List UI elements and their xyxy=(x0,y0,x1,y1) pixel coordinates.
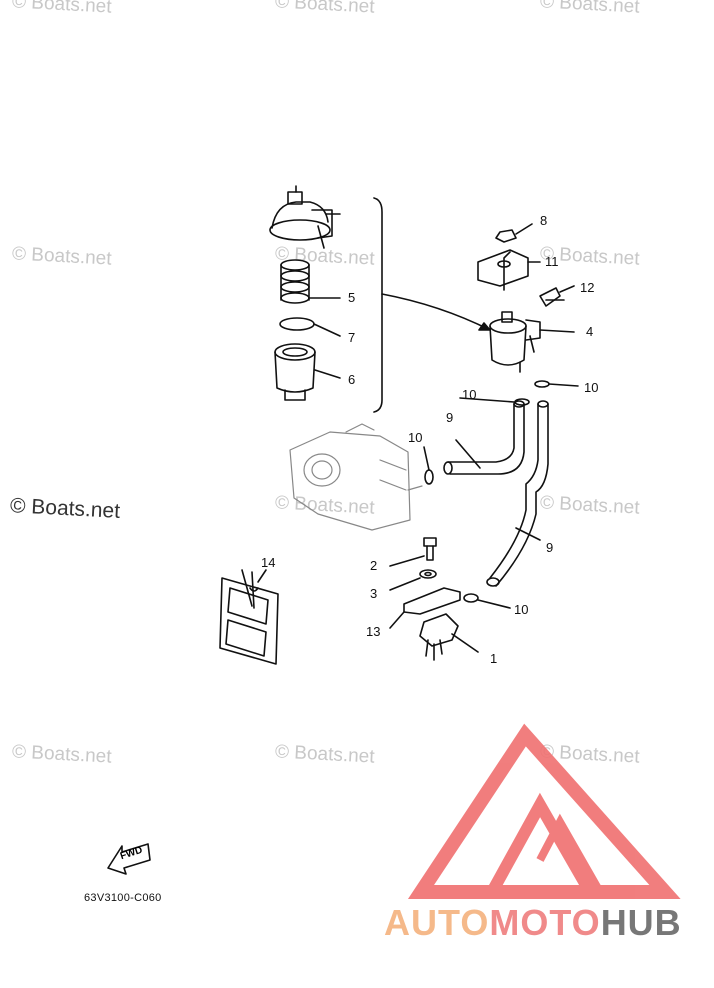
fuel-hose-upper xyxy=(443,400,525,475)
filter-element xyxy=(280,259,341,304)
callout-14: 14 xyxy=(261,555,276,570)
assembly-bracket xyxy=(373,197,383,413)
fuel-filter xyxy=(489,311,575,373)
callout-13: 13 xyxy=(366,624,381,639)
callout-7: 7 xyxy=(348,330,356,345)
clamp xyxy=(463,593,511,609)
callout-2: 2 xyxy=(370,558,378,573)
bracket-clip xyxy=(477,249,541,291)
nut xyxy=(495,223,533,243)
fuel-hose-lower xyxy=(486,400,549,587)
callout-12: 12 xyxy=(580,280,595,295)
logo-part-moto: MOTO xyxy=(489,902,601,943)
diagram-code: 63V3100-C060 xyxy=(84,892,162,904)
bolt-small xyxy=(389,537,437,567)
bolt xyxy=(539,285,575,307)
o-ring xyxy=(279,317,341,337)
callout-3: 3 xyxy=(370,586,378,601)
callout-10-b: 10 xyxy=(584,380,599,395)
filter-head-exploded xyxy=(269,185,341,249)
fuel-joint xyxy=(419,613,479,661)
callout-10-c: 10 xyxy=(408,430,423,445)
carburetor xyxy=(289,423,423,531)
gasket-kit xyxy=(219,569,279,665)
callout-1: 1 xyxy=(490,651,498,666)
logo-part-hub: HUB xyxy=(600,902,682,943)
clamp xyxy=(534,380,579,388)
callout-9-b: 9 xyxy=(546,540,554,555)
callout-10-d: 10 xyxy=(514,602,529,617)
callout-9-a: 9 xyxy=(446,410,454,425)
callout-6: 6 xyxy=(348,372,356,387)
callout-11: 11 xyxy=(545,254,559,269)
assembly-arrow xyxy=(381,293,491,331)
washer xyxy=(389,569,437,591)
filter-cup xyxy=(274,343,341,401)
logo-part-auto: AUTO xyxy=(384,902,490,943)
clamp xyxy=(423,446,434,485)
callout-5: 5 xyxy=(348,290,356,305)
callout-8: 8 xyxy=(540,213,548,228)
callout-10-a: 10 xyxy=(462,387,477,402)
logo-triangle xyxy=(407,723,681,899)
logo-wordmark: AUTOMOTOHUB xyxy=(384,902,682,944)
mount-bracket xyxy=(389,587,461,629)
fwd-arrow-icon xyxy=(107,843,151,875)
callout-4: 4 xyxy=(586,324,594,339)
